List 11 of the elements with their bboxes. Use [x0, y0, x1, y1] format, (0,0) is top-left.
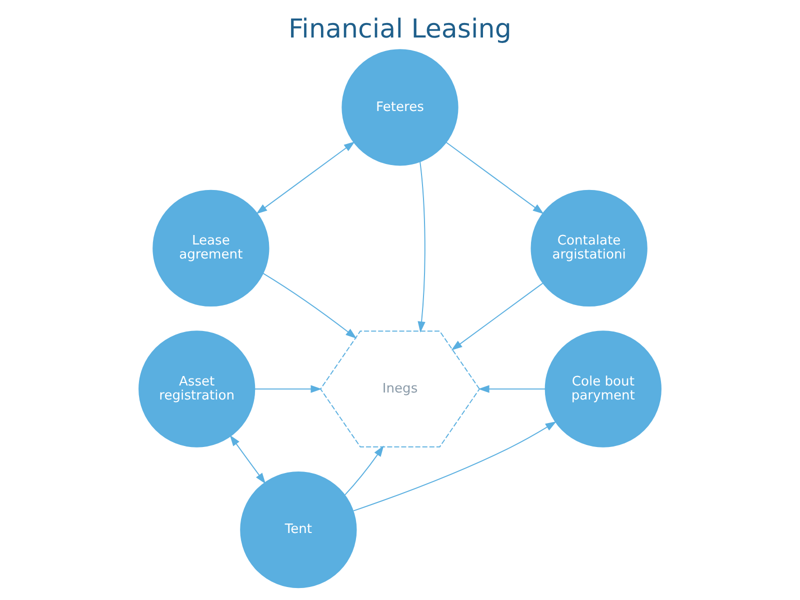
- diagram-title: Financial Leasing: [288, 14, 512, 44]
- arrow: [344, 446, 384, 496]
- arrow: [263, 272, 357, 339]
- arrow: [418, 162, 426, 333]
- arrow: [230, 435, 266, 484]
- arrow: [446, 142, 544, 214]
- arrow: [478, 385, 546, 393]
- arrow: [256, 141, 355, 214]
- arrow: [254, 385, 322, 393]
- arrow: [451, 282, 544, 350]
- arrow: [353, 421, 556, 512]
